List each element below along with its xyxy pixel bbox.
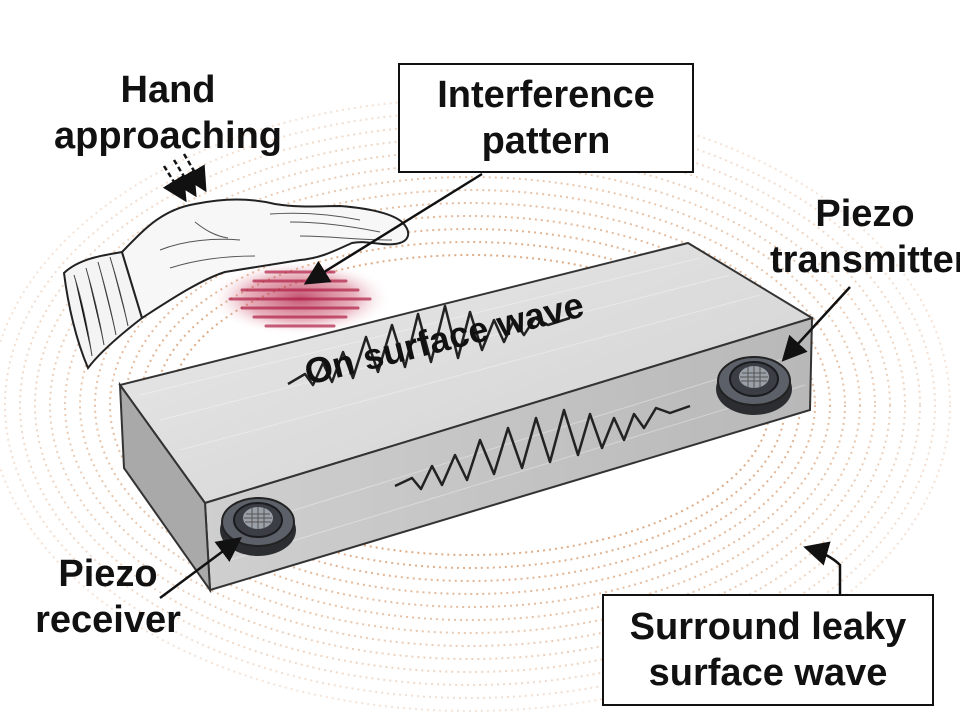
hand-approaching-label: Hand approaching [48, 68, 288, 159]
transmitter-arrow [781, 286, 851, 362]
ripple-ring [79, 176, 861, 634]
ripple-ring [109, 202, 831, 608]
piezo-receiver [220, 497, 296, 556]
leaky-label-line1: Surround leaky [629, 605, 907, 648]
ripple-ring [34, 137, 906, 673]
leaky-wave-arrow [803, 541, 842, 598]
receiver-arrow [159, 537, 243, 600]
surface-wave-upper [287, 304, 571, 387]
transmitter-label-line2: transmitter [770, 238, 960, 281]
hand-cuff [62, 250, 144, 370]
leaky-wave-ripples [0, 98, 951, 712]
leaky-surface-wave-callout: Surround leaky surface wave [602, 594, 934, 706]
ripple-ring [49, 150, 891, 660]
waveguide-block [118, 241, 815, 594]
leaky-label-line2: surface wave [648, 652, 888, 694]
piezo-transmitter [716, 356, 792, 415]
transmitter-label-line1: Piezo [815, 193, 915, 235]
interference-label-line2: pattern [481, 120, 611, 162]
interference-label-line1: Interference [437, 73, 655, 116]
hand-label-line2: approaching [53, 114, 283, 157]
receiver-label-line2: receiver [35, 598, 181, 641]
interference-arrow [303, 172, 483, 285]
hand-illustration [62, 153, 410, 370]
receiver-label-line1: Piezo [58, 553, 158, 595]
hand-palm [120, 198, 410, 320]
ripple-ring [4, 111, 936, 699]
approach-arrows [162, 153, 207, 203]
piezo-receiver-label: Piezo receiver [18, 552, 198, 643]
ripple-ring [0, 98, 951, 712]
callout-arrows [159, 172, 851, 600]
interference-pattern-callout: Interference pattern [398, 63, 694, 173]
ripple-ring [124, 215, 816, 595]
surface-wave-lower [394, 404, 691, 491]
ripple-ring [19, 124, 921, 686]
piezo-transmitter-label: Piezo transmitter [770, 192, 960, 283]
ripple-ring [64, 163, 876, 647]
block-side-face [118, 381, 212, 594]
ripple-ring [94, 189, 846, 621]
hand-label-line1: Hand [120, 69, 216, 111]
